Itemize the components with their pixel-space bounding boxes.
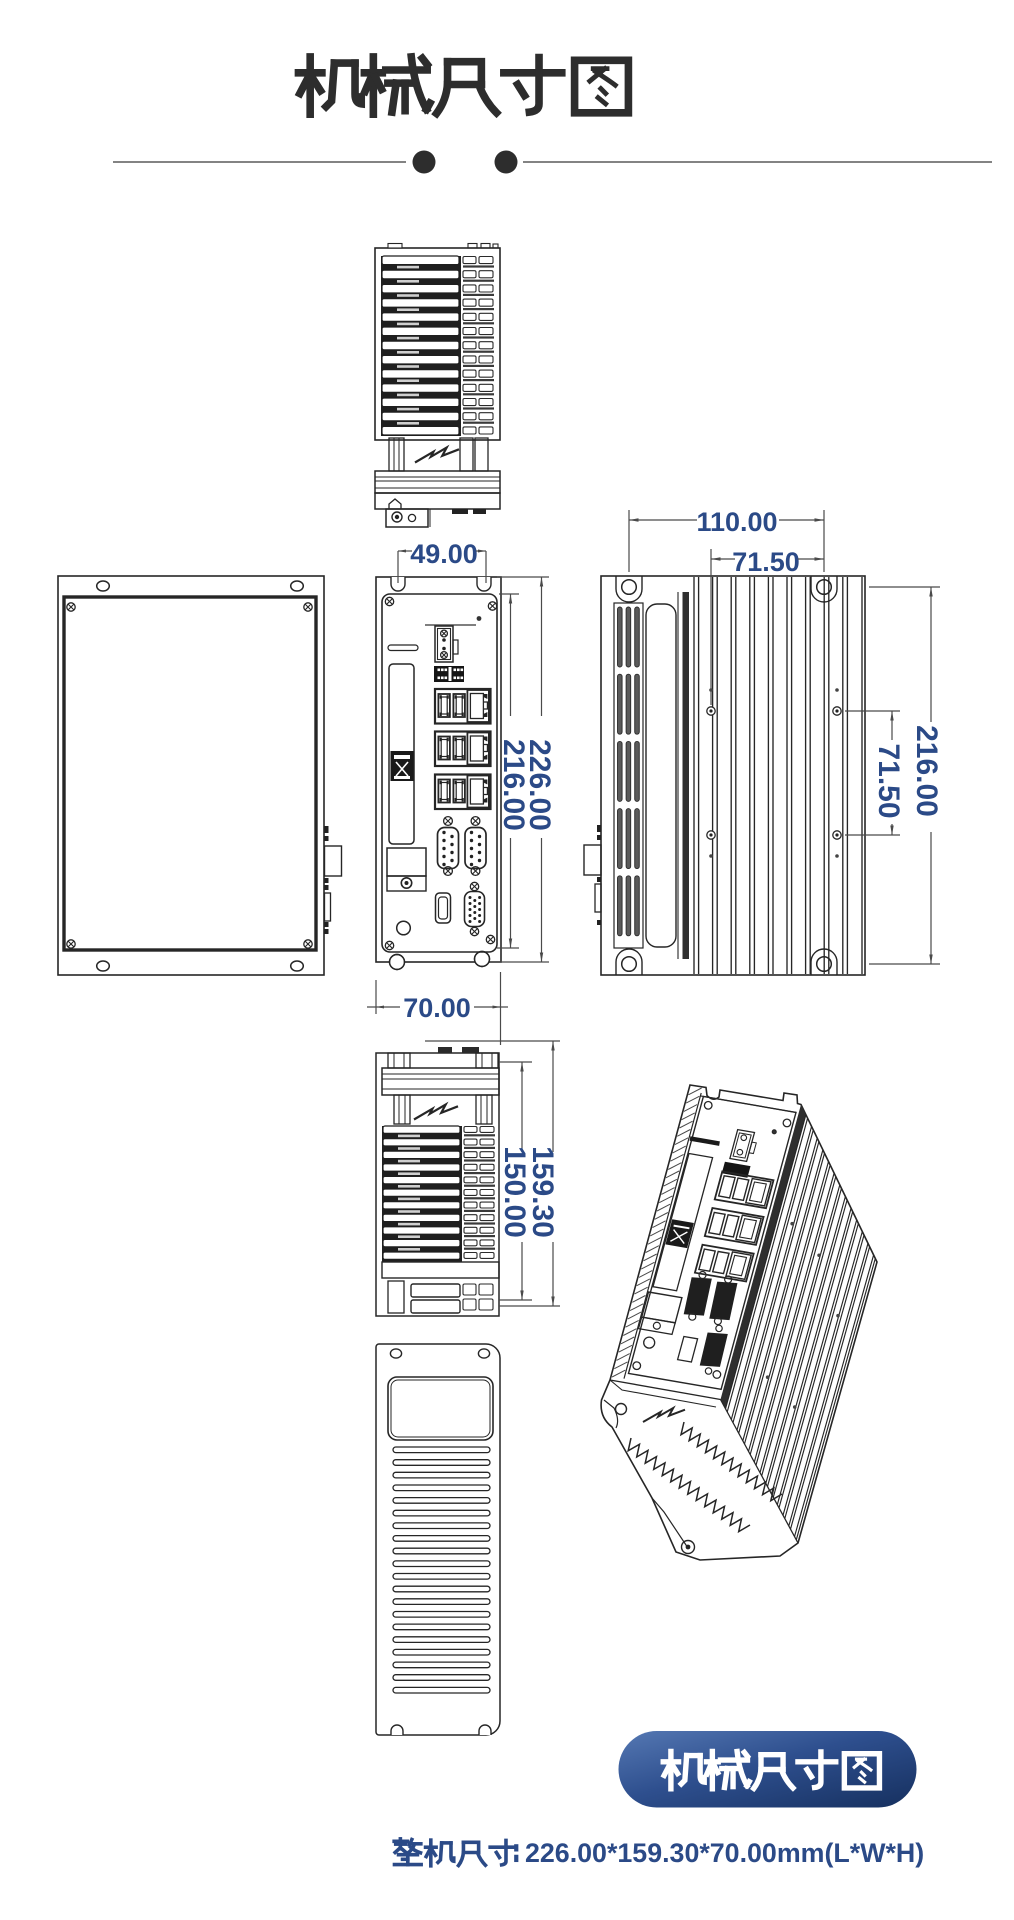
- svg-text:71.50: 71.50: [872, 743, 905, 818]
- svg-text:71.50: 71.50: [732, 547, 800, 577]
- svg-text:49.00: 49.00: [410, 539, 478, 569]
- svg-text:226.00: 226.00: [523, 739, 556, 831]
- svg-text:216.00: 216.00: [497, 739, 530, 831]
- svg-text:70.00: 70.00: [403, 993, 471, 1023]
- svg-text:150.00: 150.00: [498, 1146, 531, 1238]
- svg-text:226.00*159.30*70.00mm(L*W*H): 226.00*159.30*70.00mm(L*W*H): [525, 1838, 924, 1868]
- svg-text:159.30: 159.30: [526, 1146, 559, 1238]
- svg-text:110.00: 110.00: [696, 507, 777, 537]
- svg-text:216.00: 216.00: [910, 725, 943, 817]
